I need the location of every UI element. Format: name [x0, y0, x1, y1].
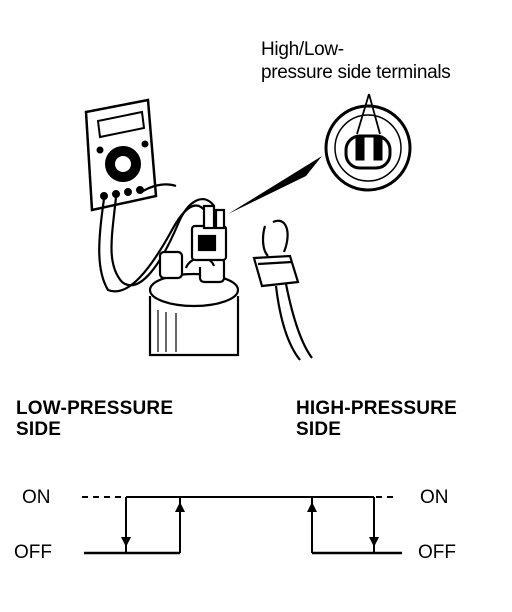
arrow-up-icon [307, 502, 317, 512]
off-label-right: OFF [418, 542, 456, 563]
high-pressure-side-heading-line1: HIGH-PRESSURE [296, 398, 457, 419]
harness-connector-icon [252, 219, 313, 361]
high-pressure-side-heading-line2: SIDE [296, 419, 342, 440]
test-lead-wires [98, 183, 215, 293]
transition-arrows [121, 502, 379, 547]
receiver-drier-icon [148, 250, 240, 357]
arrow-up-icon [175, 502, 185, 512]
off-label-left: OFF [14, 542, 52, 563]
callout-label-line2: pressure side terminals [261, 62, 451, 83]
multimeter-icon [84, 98, 158, 212]
on-label-right: ON [420, 487, 449, 508]
switch-state-graph [82, 496, 402, 555]
pressure-switch-icon [190, 204, 228, 262]
arrow-down-icon [369, 537, 379, 547]
arrow-down-icon [121, 537, 131, 547]
callout-label-line1: High/Low- [261, 39, 344, 60]
callout-leader-lines [356, 93, 381, 135]
terminal-closeup-icon [324, 104, 412, 192]
on-label-left: ON [22, 487, 51, 508]
callout-pointer [228, 156, 322, 214]
low-pressure-side-heading-line1: LOW-PRESSURE [16, 398, 174, 419]
low-pressure-side-heading-line2: SIDE [16, 419, 62, 440]
